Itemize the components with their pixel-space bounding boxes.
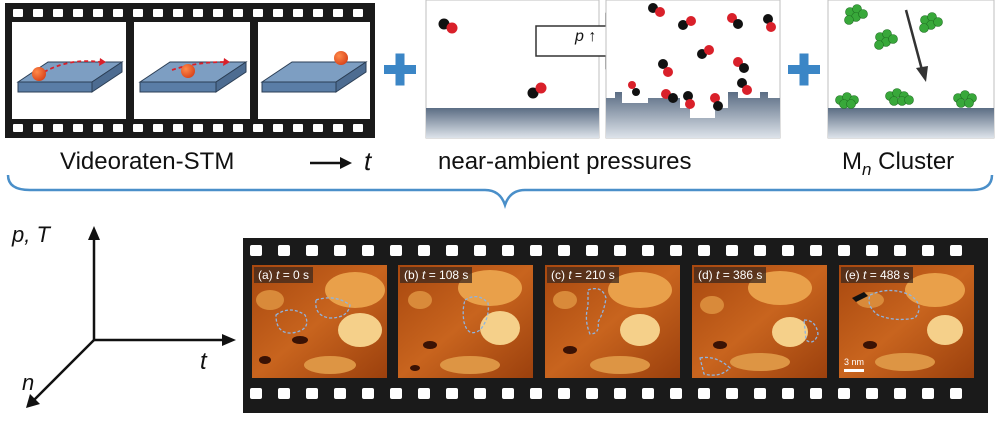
cluster-panel xyxy=(827,0,995,139)
plus-sign-2 xyxy=(788,53,820,86)
film-strip-bottom xyxy=(243,238,988,413)
slab-1 xyxy=(16,58,124,93)
stm-frame-a xyxy=(252,265,387,378)
axis-label-p-t: p, T xyxy=(12,222,50,247)
molecule xyxy=(527,82,547,99)
pressure-label: near-ambient pressures xyxy=(438,148,692,175)
film-strip-top xyxy=(5,3,375,138)
cluster-label-rest: Cluster xyxy=(871,148,955,175)
axes-3d xyxy=(26,226,236,408)
axis-label-t: t xyxy=(200,348,207,375)
particle xyxy=(32,67,46,81)
scale-bar xyxy=(844,369,864,372)
frame-label-c: (c) t = 210 s xyxy=(547,267,619,283)
stm-frame-c xyxy=(545,265,680,378)
stm-frame-e xyxy=(839,265,974,378)
stm-frame-d xyxy=(692,265,827,378)
particle xyxy=(181,64,195,78)
scale-bar-label: 3 nm xyxy=(844,357,865,367)
slab-3 xyxy=(260,51,368,93)
frame-label-a: (a) t = 0 s xyxy=(254,267,314,283)
particle xyxy=(334,51,348,65)
pressure-arrow-label: p ↑ xyxy=(575,28,597,45)
pressure-panel-high xyxy=(605,0,781,139)
time-arrow xyxy=(310,157,352,169)
videorate-label: Videoraten-STM xyxy=(60,148,235,175)
cluster-label: Mn Cluster xyxy=(842,148,955,179)
stm-frame-b xyxy=(398,265,533,378)
curly-brace xyxy=(6,174,994,209)
slab-2 xyxy=(138,58,248,93)
molecule xyxy=(438,18,458,34)
cluster-label-main: M xyxy=(842,148,862,175)
frame-label-d: (d) t = 386 s xyxy=(694,267,767,283)
axis-label-n: n xyxy=(22,370,35,395)
pressure-panel-low xyxy=(425,0,600,139)
frame-label-e: (e) t = 488 s xyxy=(841,267,914,283)
frame-label-b: (b) t = 108 s xyxy=(400,267,473,283)
plus-sign-1 xyxy=(384,53,416,86)
time-symbol: t xyxy=(364,146,372,176)
cluster-label-sub: n xyxy=(862,160,872,179)
